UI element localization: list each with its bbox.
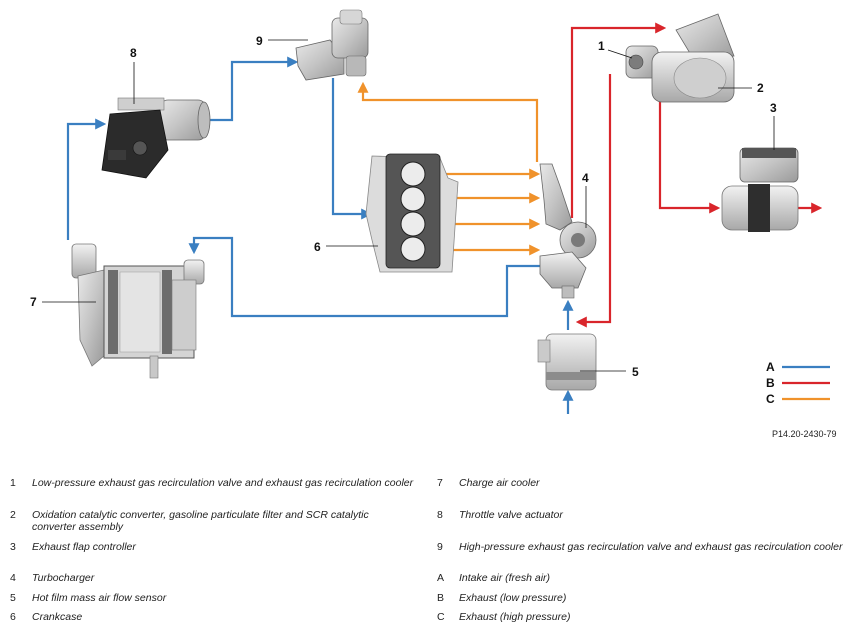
turbocharger	[539, 163, 597, 299]
caption-text: Low-pressure exhaust gas recirculation v…	[32, 477, 414, 489]
charge-air-cooler	[71, 243, 205, 379]
intake-flow-line	[208, 56, 299, 122]
legend-key-c: C	[766, 392, 775, 406]
callout-1: 1	[598, 39, 605, 53]
caption-text: Crankcase	[32, 611, 83, 623]
caption-text: Exhaust flap controller	[32, 541, 136, 553]
exhaust-high-flow-line	[357, 81, 539, 162]
caption-key: B	[437, 592, 445, 604]
caption-key: 7	[437, 477, 443, 489]
lp-egr-valve-cooler	[625, 45, 659, 79]
caption-text: Oxidation catalytic converter, gasoline …	[32, 509, 369, 533]
caption-text: Turbocharger	[32, 572, 95, 584]
callout-leaders	[42, 39, 775, 372]
callout-2: 2	[757, 81, 764, 95]
callout-9: 9	[256, 34, 263, 48]
exhaust-flap-controller	[721, 147, 799, 232]
exhaust-low-flow-line	[575, 74, 612, 328]
callout-6: 6	[314, 240, 321, 254]
callout-4: 4	[582, 171, 589, 185]
exhaust-low-flow-line	[570, 22, 667, 218]
intake-flow-line	[66, 118, 107, 240]
crankcase	[365, 153, 459, 273]
caption-text: Exhaust (high pressure)	[459, 611, 571, 623]
engine-air-exhaust-diagram: 1 2 3 4 5 6 7 8 9 A B C P14.20-2430-79	[30, 9, 837, 439]
caption-key: 3	[10, 541, 16, 553]
caption-key: 8	[437, 509, 443, 521]
caption-key: A	[437, 572, 445, 584]
catalytic-converter-assembly	[651, 13, 735, 103]
caption-key: 1	[10, 477, 16, 489]
caption-text: Intake air (fresh air)	[459, 572, 551, 584]
callout-5: 5	[632, 365, 639, 379]
caption-text: Exhaust (low pressure)	[459, 592, 567, 604]
figure-reference: P14.20-2430-79	[772, 429, 837, 439]
caption-key: 6	[10, 611, 16, 623]
caption-key: 5	[10, 592, 16, 604]
callout-8: 8	[130, 46, 137, 60]
legend: A B C	[766, 360, 830, 406]
intake-flow-line	[331, 78, 373, 220]
exhaust-low-flow-line	[658, 100, 721, 214]
caption-key: 9	[437, 541, 443, 553]
throttle-valve-actuator	[101, 97, 211, 179]
callout-7: 7	[30, 295, 37, 309]
caption-key: 4	[10, 572, 16, 584]
legend-key-b: B	[766, 376, 775, 390]
legend-key-a: A	[766, 360, 775, 374]
caption-text: Throttle valve actuator	[459, 509, 563, 521]
caption-text: Charge air cooler	[459, 477, 540, 489]
caption-key: 2	[10, 509, 16, 521]
caption-text: High-pressure exhaust gas recirculation …	[459, 541, 843, 553]
caption-key: C	[437, 611, 445, 623]
caption-text: Hot film mass air flow sensor	[32, 592, 167, 604]
callout-3: 3	[770, 101, 777, 115]
hp-egr-valve-cooler	[295, 9, 369, 81]
intake-flow-line	[188, 236, 540, 318]
hot-film-maf-sensor	[537, 333, 597, 391]
